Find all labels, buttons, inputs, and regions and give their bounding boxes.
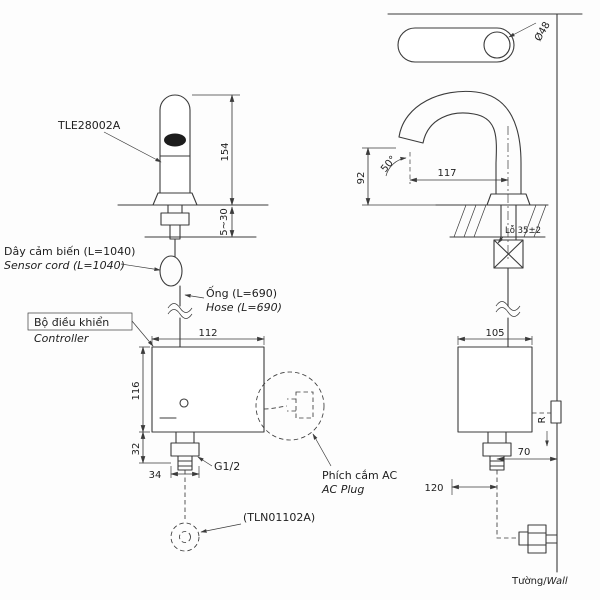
thread-label: G1/2	[214, 460, 240, 473]
controller-box-front	[151, 346, 265, 433]
supply-line-side	[496, 470, 519, 539]
dim-120-text: 120	[424, 483, 443, 494]
hose-label-vi: Ống (L=690)	[206, 286, 277, 300]
side-view: Ø48 50° 92 117 Lỗ 35±2 105 R	[356, 13, 583, 587]
dim-32-text: 32	[131, 443, 142, 456]
hose-break-symbol-side	[495, 301, 521, 317]
outlet-fitting-front	[170, 431, 200, 471]
dim-92-text: 92	[356, 172, 367, 185]
product-label: TLE28002A	[57, 119, 121, 132]
valve-circle	[170, 522, 200, 552]
hose-leader	[184, 294, 205, 299]
hose-label-en: Hose (L=690)	[206, 301, 282, 314]
sensor-cord-label-en: Sensor cord (L=1040)	[4, 259, 125, 272]
deck-hatching	[453, 204, 547, 238]
ac-plug-leader	[312, 433, 332, 467]
spout-inner-profile	[422, 112, 497, 195]
stop-valve	[518, 524, 558, 554]
deck-surface-side	[435, 204, 549, 238]
sensor-cord-label-vi: Dây cảm biến (L=1040)	[4, 245, 135, 258]
angle-arc	[385, 156, 407, 177]
mounting-clamp-side	[493, 204, 524, 307]
deck-surface-front	[117, 204, 269, 238]
controller-box-side	[457, 346, 533, 433]
mounting-shank-front	[160, 204, 190, 258]
ac-plug-label-vi: Phích cắm AC	[322, 469, 398, 482]
wall-socket	[550, 400, 562, 424]
ac-plug-body	[295, 391, 314, 419]
spout-top-body-circle	[483, 31, 511, 59]
dim-117-text: 117	[437, 168, 456, 179]
controller-sensor-dot	[179, 398, 189, 408]
spout-outlet-face	[398, 136, 424, 144]
faucet-flange-front	[152, 192, 198, 206]
controller-label-en: Controller	[34, 332, 90, 345]
dim-92-extensions	[362, 147, 440, 206]
power-mark-text: R	[537, 416, 548, 423]
dim-112-text: 112	[198, 328, 217, 339]
sensor-cord-leader	[120, 263, 161, 272]
sensor-cord-loop	[159, 255, 183, 287]
spout-outer-profile	[398, 90, 522, 195]
front-view: 154 5~30 112 116 32 34 TLE28002A Dây cảm…	[4, 94, 398, 552]
wall-label-en: Wall	[547, 576, 568, 587]
ac-plug-prongs	[287, 398, 296, 412]
dim-5-30-text: 5~30	[219, 208, 230, 235]
dim-154-text: 154	[220, 142, 231, 161]
hole-label: Lỗ 35±2	[505, 225, 541, 236]
dim-angle-text: 50°	[379, 154, 399, 175]
wall-label-vi: Tường/	[511, 575, 547, 587]
outlet-fitting-side	[482, 431, 512, 471]
hose-break-symbol-front	[167, 303, 193, 319]
wall-label: Tường/Wall	[511, 575, 568, 587]
ac-plug-label-en: AC Plug	[321, 483, 364, 496]
dim-105-text: 105	[485, 328, 504, 339]
thread-leader	[197, 456, 213, 467]
dim-34-text: 34	[149, 470, 162, 481]
sensor-window	[164, 133, 186, 147]
faucet-flange-side	[486, 193, 531, 206]
valve-circle-inner	[179, 531, 191, 543]
product-leader	[103, 131, 162, 163]
controller-leader	[131, 320, 154, 347]
diameter-leader	[508, 22, 537, 38]
spout-top-view	[397, 27, 515, 63]
ac-plug-bubble	[255, 371, 325, 441]
dim-116-text: 116	[131, 381, 142, 400]
ac-plug-cord	[263, 405, 288, 410]
controller-label-vi: Bộ điều khiển	[34, 316, 109, 329]
dim-70-text: 70	[518, 447, 531, 458]
valve-model-label: (TLN01102A)	[243, 511, 315, 524]
valve-leader	[200, 523, 242, 533]
